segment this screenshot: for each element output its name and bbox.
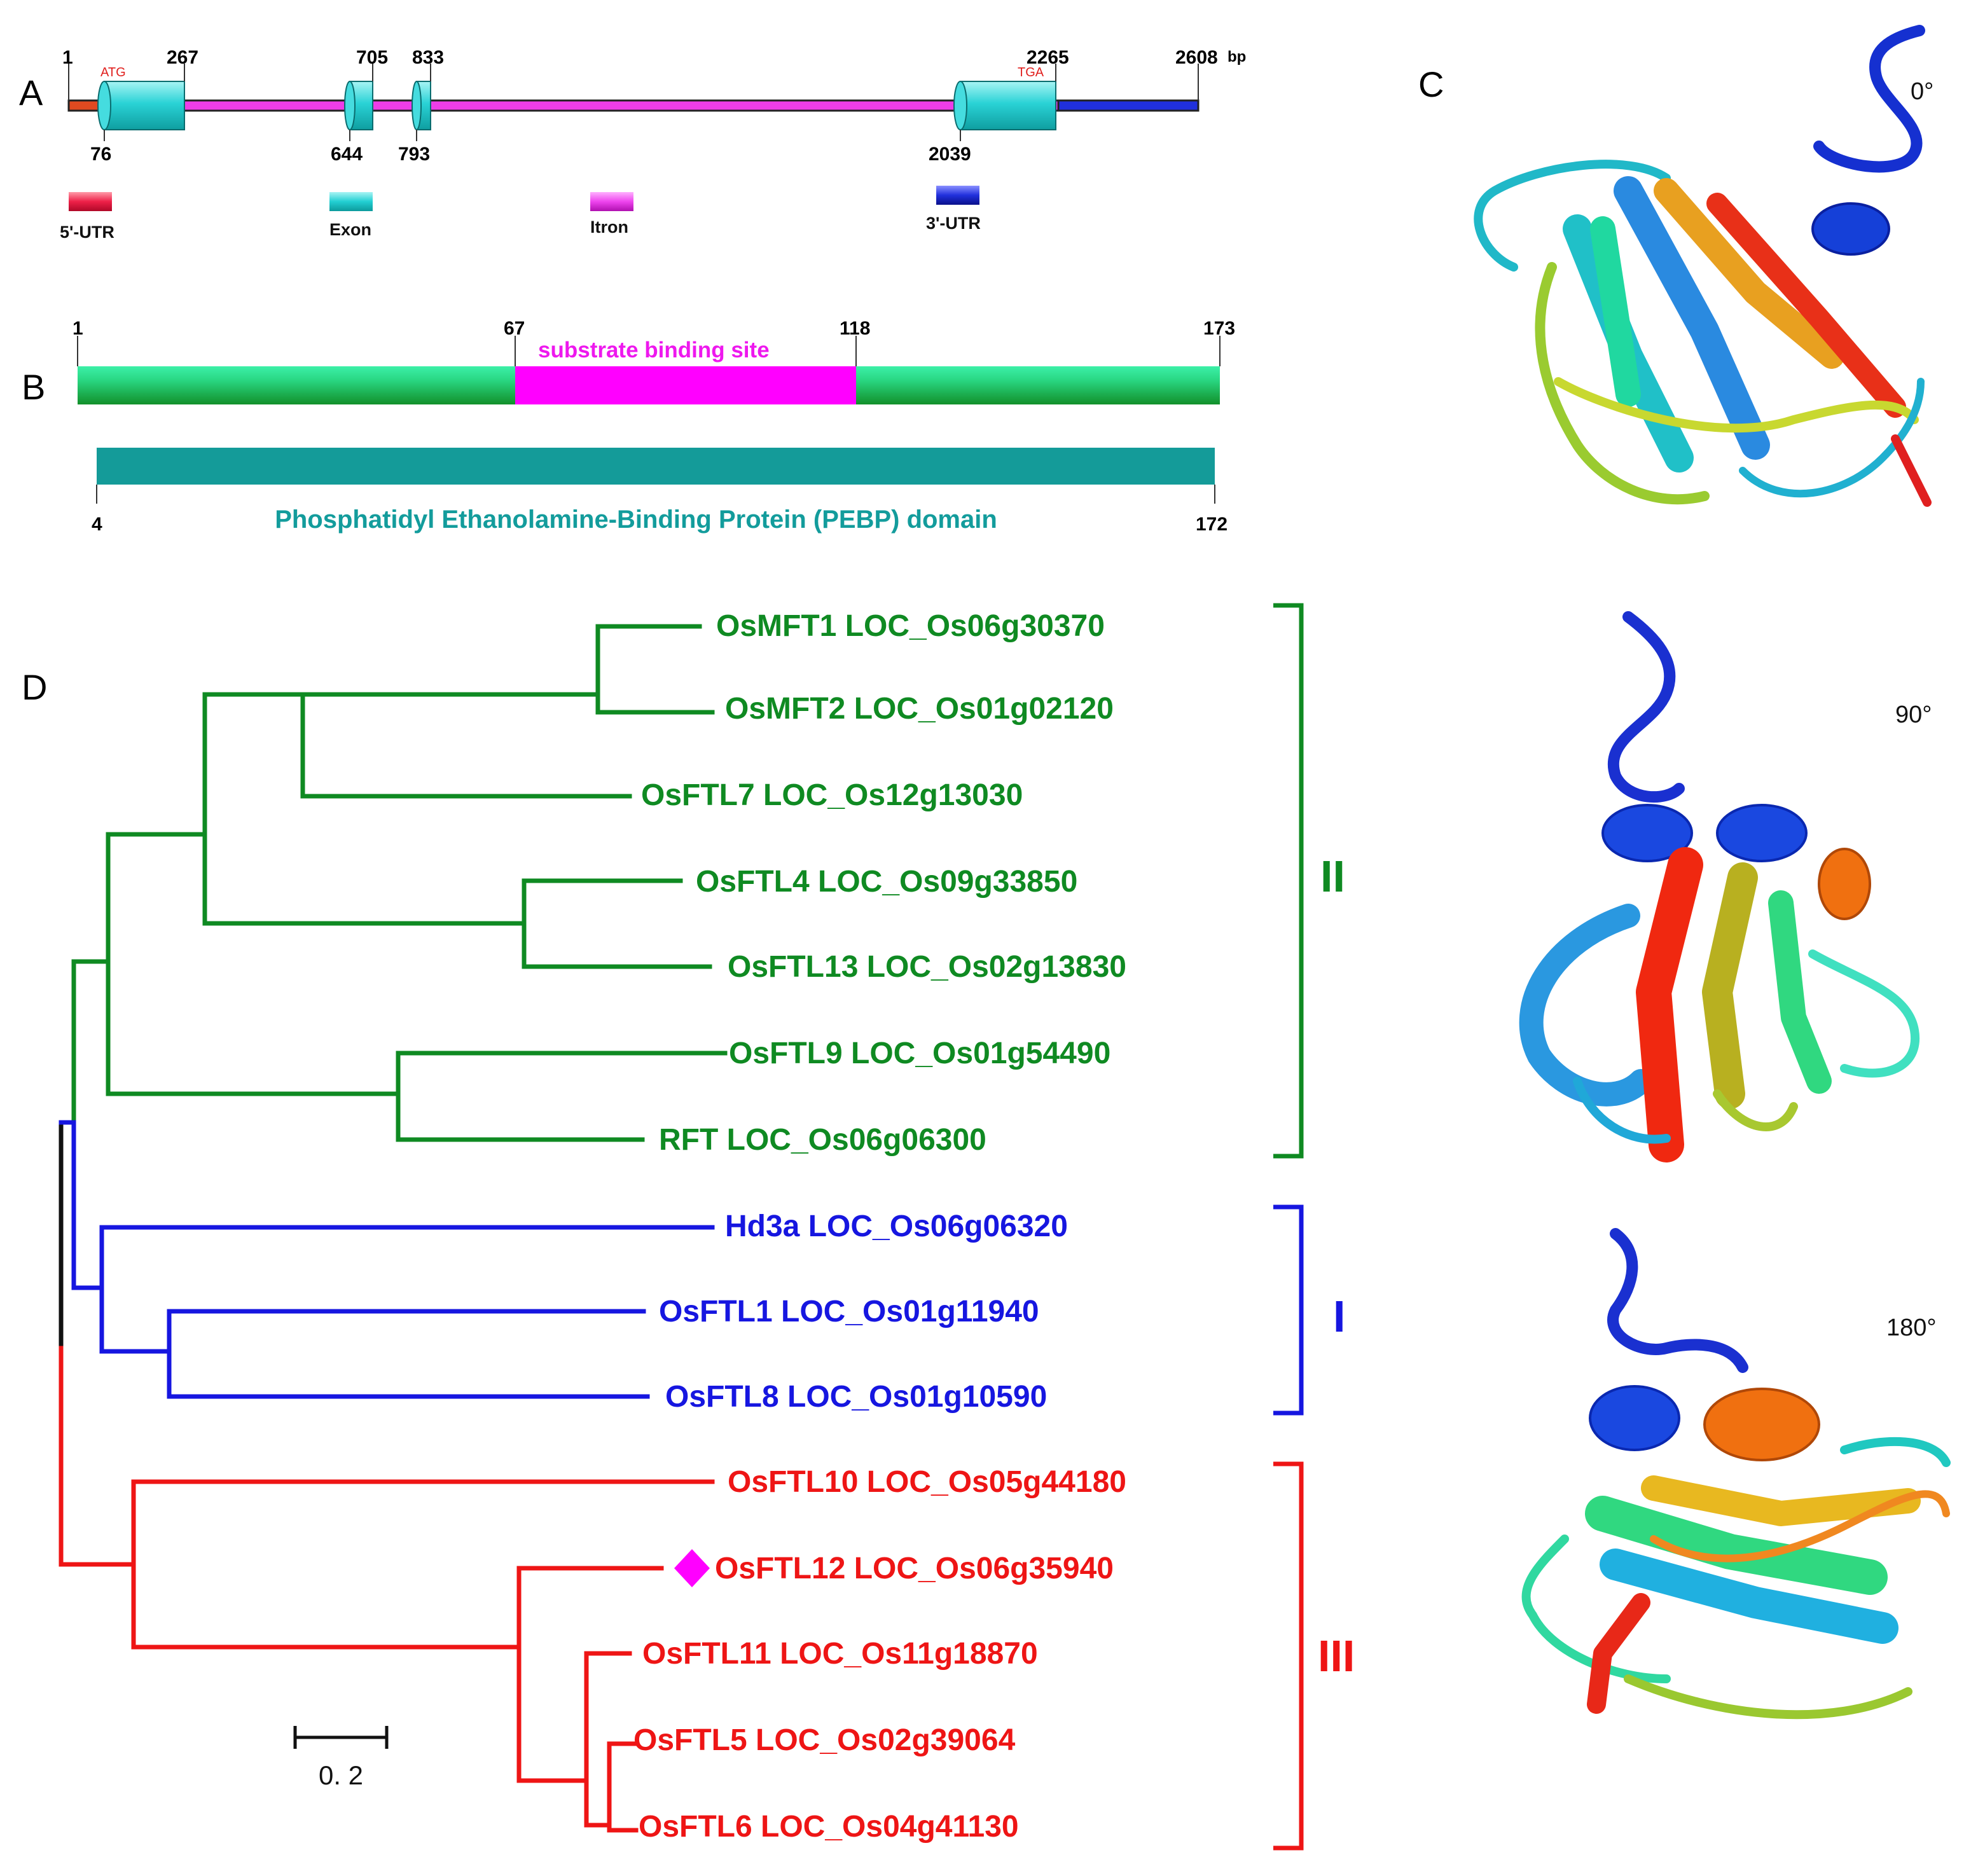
exon-3 (411, 81, 431, 130)
panel-label-d: D (22, 667, 47, 707)
clade-brackets (1273, 603, 1304, 1851)
view-angle-90: 90° (1895, 701, 1932, 728)
legend-swatch-3utr (936, 186, 979, 205)
view-angle-0: 0° (1911, 78, 1933, 105)
protein-pos-118: 118 (840, 318, 870, 339)
protein-ticks (77, 336, 1221, 366)
legend-label-exon: Exon (329, 220, 371, 239)
legend-label-3utr: 3'-UTR (926, 214, 981, 233)
leaf-label: RFT LOC_Os06g06300 (659, 1123, 986, 1157)
domain-start: 4 (92, 514, 102, 535)
exon-4 (953, 81, 1056, 130)
clade-ii-branches (59, 624, 728, 1142)
protein-3d-views: 0° 90° 180° (1474, 25, 1951, 1720)
leaf-label: OsMFT2 LOC_Os01g02120 (725, 692, 1114, 726)
bracket-clade-iii (1273, 1461, 1304, 1851)
protein-pos-173: 173 (1203, 318, 1235, 339)
binding-site-bar (515, 366, 856, 404)
protein-model-180deg (1521, 1228, 1951, 1720)
clade-label-i: I (1333, 1292, 1345, 1341)
leaf-label: OsFTL6 LOC_Os04g41130 (639, 1810, 1019, 1844)
panel-label-b: B (22, 367, 45, 407)
scale-bar (293, 1726, 389, 1749)
gene-legend: 5'-UTR Exon Itron 3'-UTR (60, 186, 981, 242)
leaf-label: OsFTL11 LOC_Os11g18870 (642, 1637, 1038, 1671)
scale-bar-label: 0. 2 (319, 1760, 363, 1790)
leaf-label: OsFTL8 LOC_Os01g10590 (665, 1380, 1047, 1414)
protein-pos-1: 1 (73, 318, 83, 339)
domain-label: Phosphatidyl Ethanolamine-Binding Protei… (275, 506, 997, 534)
legend-swatch-intron (590, 192, 633, 211)
gene-pos-1: 1 (62, 47, 73, 68)
pebp-domain-bar (97, 448, 1215, 485)
leaf-label: OsFTL7 LOC_Os12g13030 (641, 778, 1023, 812)
highlight-diamond-icon (674, 1549, 710, 1587)
exon-2 (344, 81, 373, 130)
legend-label-5utr: 5'-UTR (60, 223, 114, 242)
protein-model-0deg (1474, 25, 1932, 507)
gene-pos-705: 705 (356, 47, 388, 68)
view-angle-180: 180° (1886, 1314, 1937, 1341)
gene-unit: bp (1228, 48, 1246, 66)
legend-swatch-exon (329, 192, 373, 211)
gene-pos-833: 833 (412, 47, 444, 68)
start-codon: ATG (100, 66, 126, 79)
leaf-label: Hd3a LOC_Os06g06320 (725, 1210, 1068, 1243)
leaf-label: OsFTL9 LOC_Os01g54490 (729, 1037, 1110, 1070)
panel-label-a: A (19, 72, 43, 113)
leaf-label: OsFTL1 LOC_Os01g11940 (659, 1295, 1039, 1328)
stop-codon: TGA (1018, 66, 1044, 79)
leaf-label: OsFTL10 LOC_Os05g44180 (728, 1465, 1126, 1499)
utr3-line (1057, 99, 1200, 112)
clade-label-ii: II (1320, 852, 1345, 901)
domain-end: 172 (1196, 514, 1228, 535)
gene-pos-793: 793 (398, 144, 430, 165)
leaf-label: OsFTL12 LOC_Os06g35940 (715, 1552, 1114, 1585)
gene-pos-644: 644 (331, 144, 363, 165)
gene-pos-2039: 2039 (929, 144, 971, 165)
panel-label-c: C (1418, 64, 1444, 104)
protein-structure: 1 67 118 173 substrate binding site 4 17… (73, 318, 1235, 535)
gene-pos-2608: 2608 (1175, 47, 1218, 68)
clade-label-iii: III (1318, 1631, 1355, 1681)
binding-site-label: substrate binding site (538, 338, 770, 362)
bracket-clade-i (1273, 1204, 1304, 1416)
protein-model-90deg (1519, 611, 1920, 1162)
legend-label-intron: Itron (590, 217, 628, 237)
tree-leaf-labels: OsMFT1 LOC_Os06g30370 OsMFT2 LOC_Os01g02… (633, 609, 1126, 1844)
leaf-label: OsFTL5 LOC_Os02g39064 (633, 1723, 1016, 1757)
leaf-label: OsFTL13 LOC_Os02g13830 (728, 950, 1126, 984)
position-ticks (68, 64, 1199, 141)
clade-iii-branches (59, 1346, 715, 1833)
intron-line (103, 99, 1060, 112)
legend-swatch-5utr (69, 192, 112, 211)
leaf-label: OsMFT1 LOC_Os06g30370 (716, 609, 1105, 643)
gene-pos-2265: 2265 (1027, 47, 1069, 68)
bracket-clade-ii (1273, 603, 1304, 1159)
gene-pos-76: 76 (90, 144, 111, 165)
exon-1 (97, 81, 185, 130)
clade-i-branches (59, 1120, 715, 1399)
protein-pos-67: 67 (504, 318, 525, 339)
gene-structure: 1 267 705 833 2265 2608 bp ATG TGA 76 64… (60, 47, 1246, 242)
leaf-label: OsFTL4 LOC_Os09g33850 (696, 865, 1077, 899)
gene-pos-267: 267 (167, 47, 198, 68)
phylogenetic-tree (59, 624, 728, 1833)
